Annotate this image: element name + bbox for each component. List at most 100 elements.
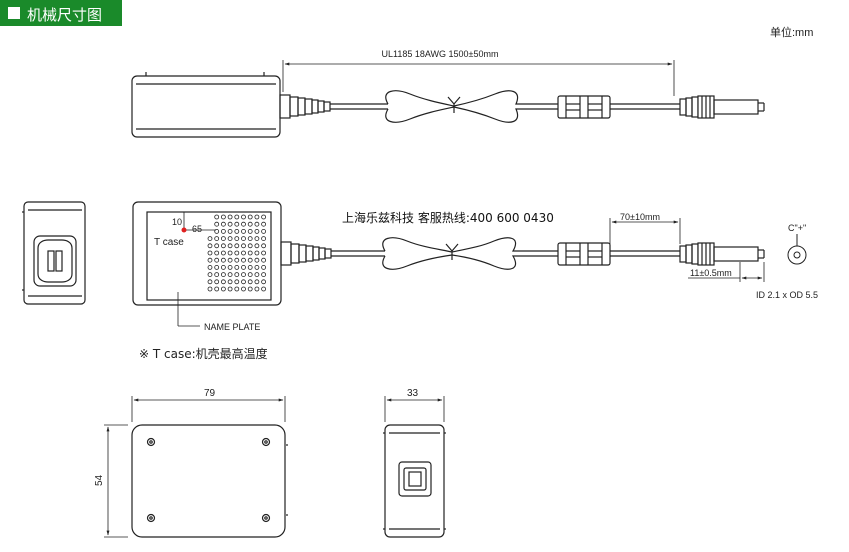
vent-hole <box>254 264 260 270</box>
unit-label: 单位:mm <box>770 25 813 39</box>
vent-hole <box>227 286 233 292</box>
vent-hole <box>241 264 246 270</box>
vent-hole <box>254 221 260 227</box>
dim-33-label: 33 <box>407 388 419 399</box>
vent-hole <box>254 228 260 234</box>
vent-hole <box>261 221 267 227</box>
dc-plug-top <box>679 95 765 119</box>
vent-hole <box>261 257 267 263</box>
vent-hole <box>254 279 260 285</box>
vent-hole <box>220 257 226 263</box>
tcase-dim-10: 10 <box>172 217 182 227</box>
vent-hole <box>254 243 260 249</box>
vent-hole <box>234 214 240 220</box>
vent-hole <box>207 250 213 256</box>
tcase-dim-65: 65 <box>192 224 202 234</box>
vent-hole <box>214 228 220 234</box>
vent-hole <box>220 243 226 249</box>
vent-hole <box>261 236 267 242</box>
vent-hole <box>234 286 240 292</box>
dim-79-lines <box>131 396 286 422</box>
dim-54-lines <box>104 424 128 538</box>
bottom-top-view <box>131 424 288 538</box>
vent-hole <box>254 214 260 220</box>
vent-hole <box>227 236 233 242</box>
vent-hole <box>254 250 260 256</box>
vent-hole <box>261 214 267 220</box>
dim-11-label: 11±0.5mm <box>690 268 732 278</box>
vent-hole <box>220 236 226 242</box>
vent-hole <box>254 257 260 263</box>
vent-hole <box>247 264 253 270</box>
vent-hole <box>214 272 220 278</box>
vent-hole <box>247 272 253 278</box>
vent-hole <box>220 272 226 278</box>
vent-hole <box>207 243 213 249</box>
polarity-label: C"+" <box>788 223 806 233</box>
vent-hole <box>247 236 253 242</box>
vent-hole <box>261 243 267 249</box>
tcase-point-dot <box>181 227 187 233</box>
vent-hole <box>234 228 240 234</box>
section-title: 机械尺寸图 <box>27 6 103 24</box>
vent-hole <box>241 250 246 256</box>
vent-hole <box>261 264 267 270</box>
bottom-end-view <box>383 424 446 538</box>
vent-hole <box>234 272 240 278</box>
dim-33-lines <box>384 396 445 422</box>
inlet-end-view <box>22 201 86 305</box>
cable-spec-label: UL1185 18AWG 1500±50mm <box>382 49 499 59</box>
vent-hole <box>247 228 253 234</box>
tcase-label: T case <box>154 237 184 248</box>
vent-hole <box>241 228 246 234</box>
cable-middle <box>280 237 765 270</box>
header-square-icon <box>8 7 20 19</box>
vent-hole <box>220 228 226 234</box>
vent-hole <box>254 286 260 292</box>
vent-hole <box>207 236 213 242</box>
dim-54-label: 54 <box>94 474 105 486</box>
vent-hole <box>220 250 226 256</box>
vent-hole <box>220 279 226 285</box>
vent-hole <box>214 243 220 249</box>
dim-70-label: 70±10mm <box>620 212 660 222</box>
vent-hole <box>241 279 246 285</box>
vent-hole <box>214 264 220 270</box>
vent-hole <box>247 250 253 256</box>
dim-11-lines <box>688 262 765 282</box>
vent-hole <box>214 236 220 242</box>
vent-hole <box>207 279 213 285</box>
vent-hole <box>214 286 220 292</box>
vent-hole <box>214 279 220 285</box>
dim-70-lines <box>609 218 681 244</box>
vent-hole <box>207 257 213 263</box>
vent-hole <box>214 250 220 256</box>
vent-hole <box>227 279 233 285</box>
strain-relief-top <box>279 94 331 119</box>
ferrite-core-top <box>557 95 611 119</box>
vent-hole <box>247 279 253 285</box>
vent-hole <box>241 257 246 263</box>
vent-hole <box>227 257 233 263</box>
vent-hole <box>227 243 233 249</box>
nameplate-label: NAME PLATE <box>204 322 260 332</box>
vent-hole <box>241 243 246 249</box>
vent-hole <box>227 228 233 234</box>
plug-spec-label: ID 2.1 x OD 5.5 <box>756 290 818 300</box>
side-view <box>131 60 765 138</box>
vent-hole <box>234 243 240 249</box>
vent-hole <box>234 236 240 242</box>
vent-hole <box>214 214 220 220</box>
vent-hole <box>261 272 267 278</box>
vent-hole <box>234 221 240 227</box>
vent-hole <box>234 257 240 263</box>
vent-hole <box>227 264 233 270</box>
vent-hole <box>254 236 260 242</box>
vent-hole <box>241 236 246 242</box>
vent-hole <box>227 250 233 256</box>
vent-hole <box>234 250 240 256</box>
vent-hole <box>220 264 226 270</box>
vent-hole <box>254 272 260 278</box>
vent-hole <box>261 279 267 285</box>
vent-hole <box>247 286 253 292</box>
